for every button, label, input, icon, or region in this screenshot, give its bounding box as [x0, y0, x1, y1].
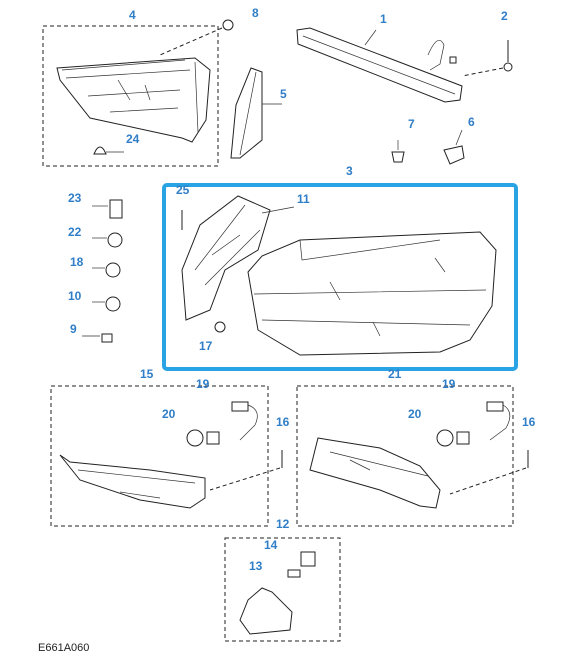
- group-12-box: [224, 537, 341, 642]
- callout-15: 15: [140, 367, 154, 381]
- part-17-grommet[interactable]: [214, 321, 226, 333]
- callout-9: 9: [70, 322, 77, 336]
- callout-8: 8: [252, 6, 259, 20]
- part-19-harness-right[interactable]: [486, 401, 511, 441]
- callout-22: 22: [68, 225, 82, 239]
- part-13-bulb[interactable]: [287, 569, 301, 578]
- diagram-code: E661A060: [38, 642, 89, 654]
- part-11-housing[interactable]: [181, 195, 271, 321]
- part-19-harness-left[interactable]: [231, 401, 258, 441]
- callout-6: 6: [468, 115, 475, 129]
- part-8-nut[interactable]: [159, 19, 234, 56]
- part-10-cap[interactable]: [92, 296, 121, 312]
- part-2-screw[interactable]: [461, 40, 513, 77]
- part-16-screw-right[interactable]: [449, 450, 529, 495]
- group-15-box: [50, 385, 269, 527]
- part-4-inner-lamp[interactable]: [56, 57, 211, 143]
- part-14-socket[interactable]: [300, 551, 316, 567]
- callout-20-right: 20: [408, 407, 422, 421]
- callout-7: 7: [408, 117, 415, 131]
- part-6-clip[interactable]: [443, 129, 465, 165]
- part-1-high-mount-lamp[interactable]: [296, 27, 463, 103]
- part-12-plate-lamp[interactable]: [239, 587, 293, 635]
- selected-group-3-highlight[interactable]: [162, 183, 518, 371]
- callout-21: 21: [388, 367, 402, 381]
- callout-3: 3: [346, 164, 353, 178]
- callout-23: 23: [68, 191, 82, 205]
- callout-2: 2: [501, 9, 508, 23]
- callout-25: 25: [176, 183, 190, 197]
- group-21-box: [296, 385, 514, 527]
- part-20-bulb-left[interactable]: [186, 429, 220, 447]
- callout-13: 13: [249, 559, 263, 573]
- callout-14: 14: [264, 538, 278, 552]
- part-5-seal[interactable]: [230, 67, 282, 159]
- part-20-bulb-right[interactable]: [436, 429, 470, 447]
- callout-19-left: 19: [196, 377, 210, 391]
- callout-10: 10: [68, 289, 82, 303]
- part-24-plug[interactable]: [93, 146, 124, 155]
- callout-16-right: 16: [522, 415, 536, 429]
- callout-12: 12: [276, 517, 290, 531]
- part-23-cap[interactable]: [92, 199, 123, 219]
- part-9-nut[interactable]: [82, 333, 113, 343]
- callout-19-right: 19: [442, 377, 456, 391]
- callout-20-left: 20: [162, 407, 176, 421]
- callout-18: 18: [70, 255, 84, 269]
- part-22-cap[interactable]: [92, 232, 123, 248]
- callout-1: 1: [380, 12, 387, 26]
- group-4-box: [42, 25, 219, 167]
- callout-11: 11: [297, 192, 310, 206]
- part-16-screw-left[interactable]: [209, 450, 283, 491]
- callout-16-left: 16: [276, 415, 290, 429]
- callout-5: 5: [280, 87, 287, 101]
- part-18-cap[interactable]: [92, 262, 121, 278]
- part-21-fog-lamp-right[interactable]: [309, 437, 441, 509]
- part-7-clip[interactable]: [391, 140, 405, 163]
- part-3-headlamp[interactable]: [247, 231, 497, 356]
- callout-17: 17: [199, 339, 213, 353]
- part-15-fog-lamp-left[interactable]: [59, 454, 206, 509]
- callout-24: 24: [126, 132, 140, 146]
- callout-4: 4: [129, 8, 136, 22]
